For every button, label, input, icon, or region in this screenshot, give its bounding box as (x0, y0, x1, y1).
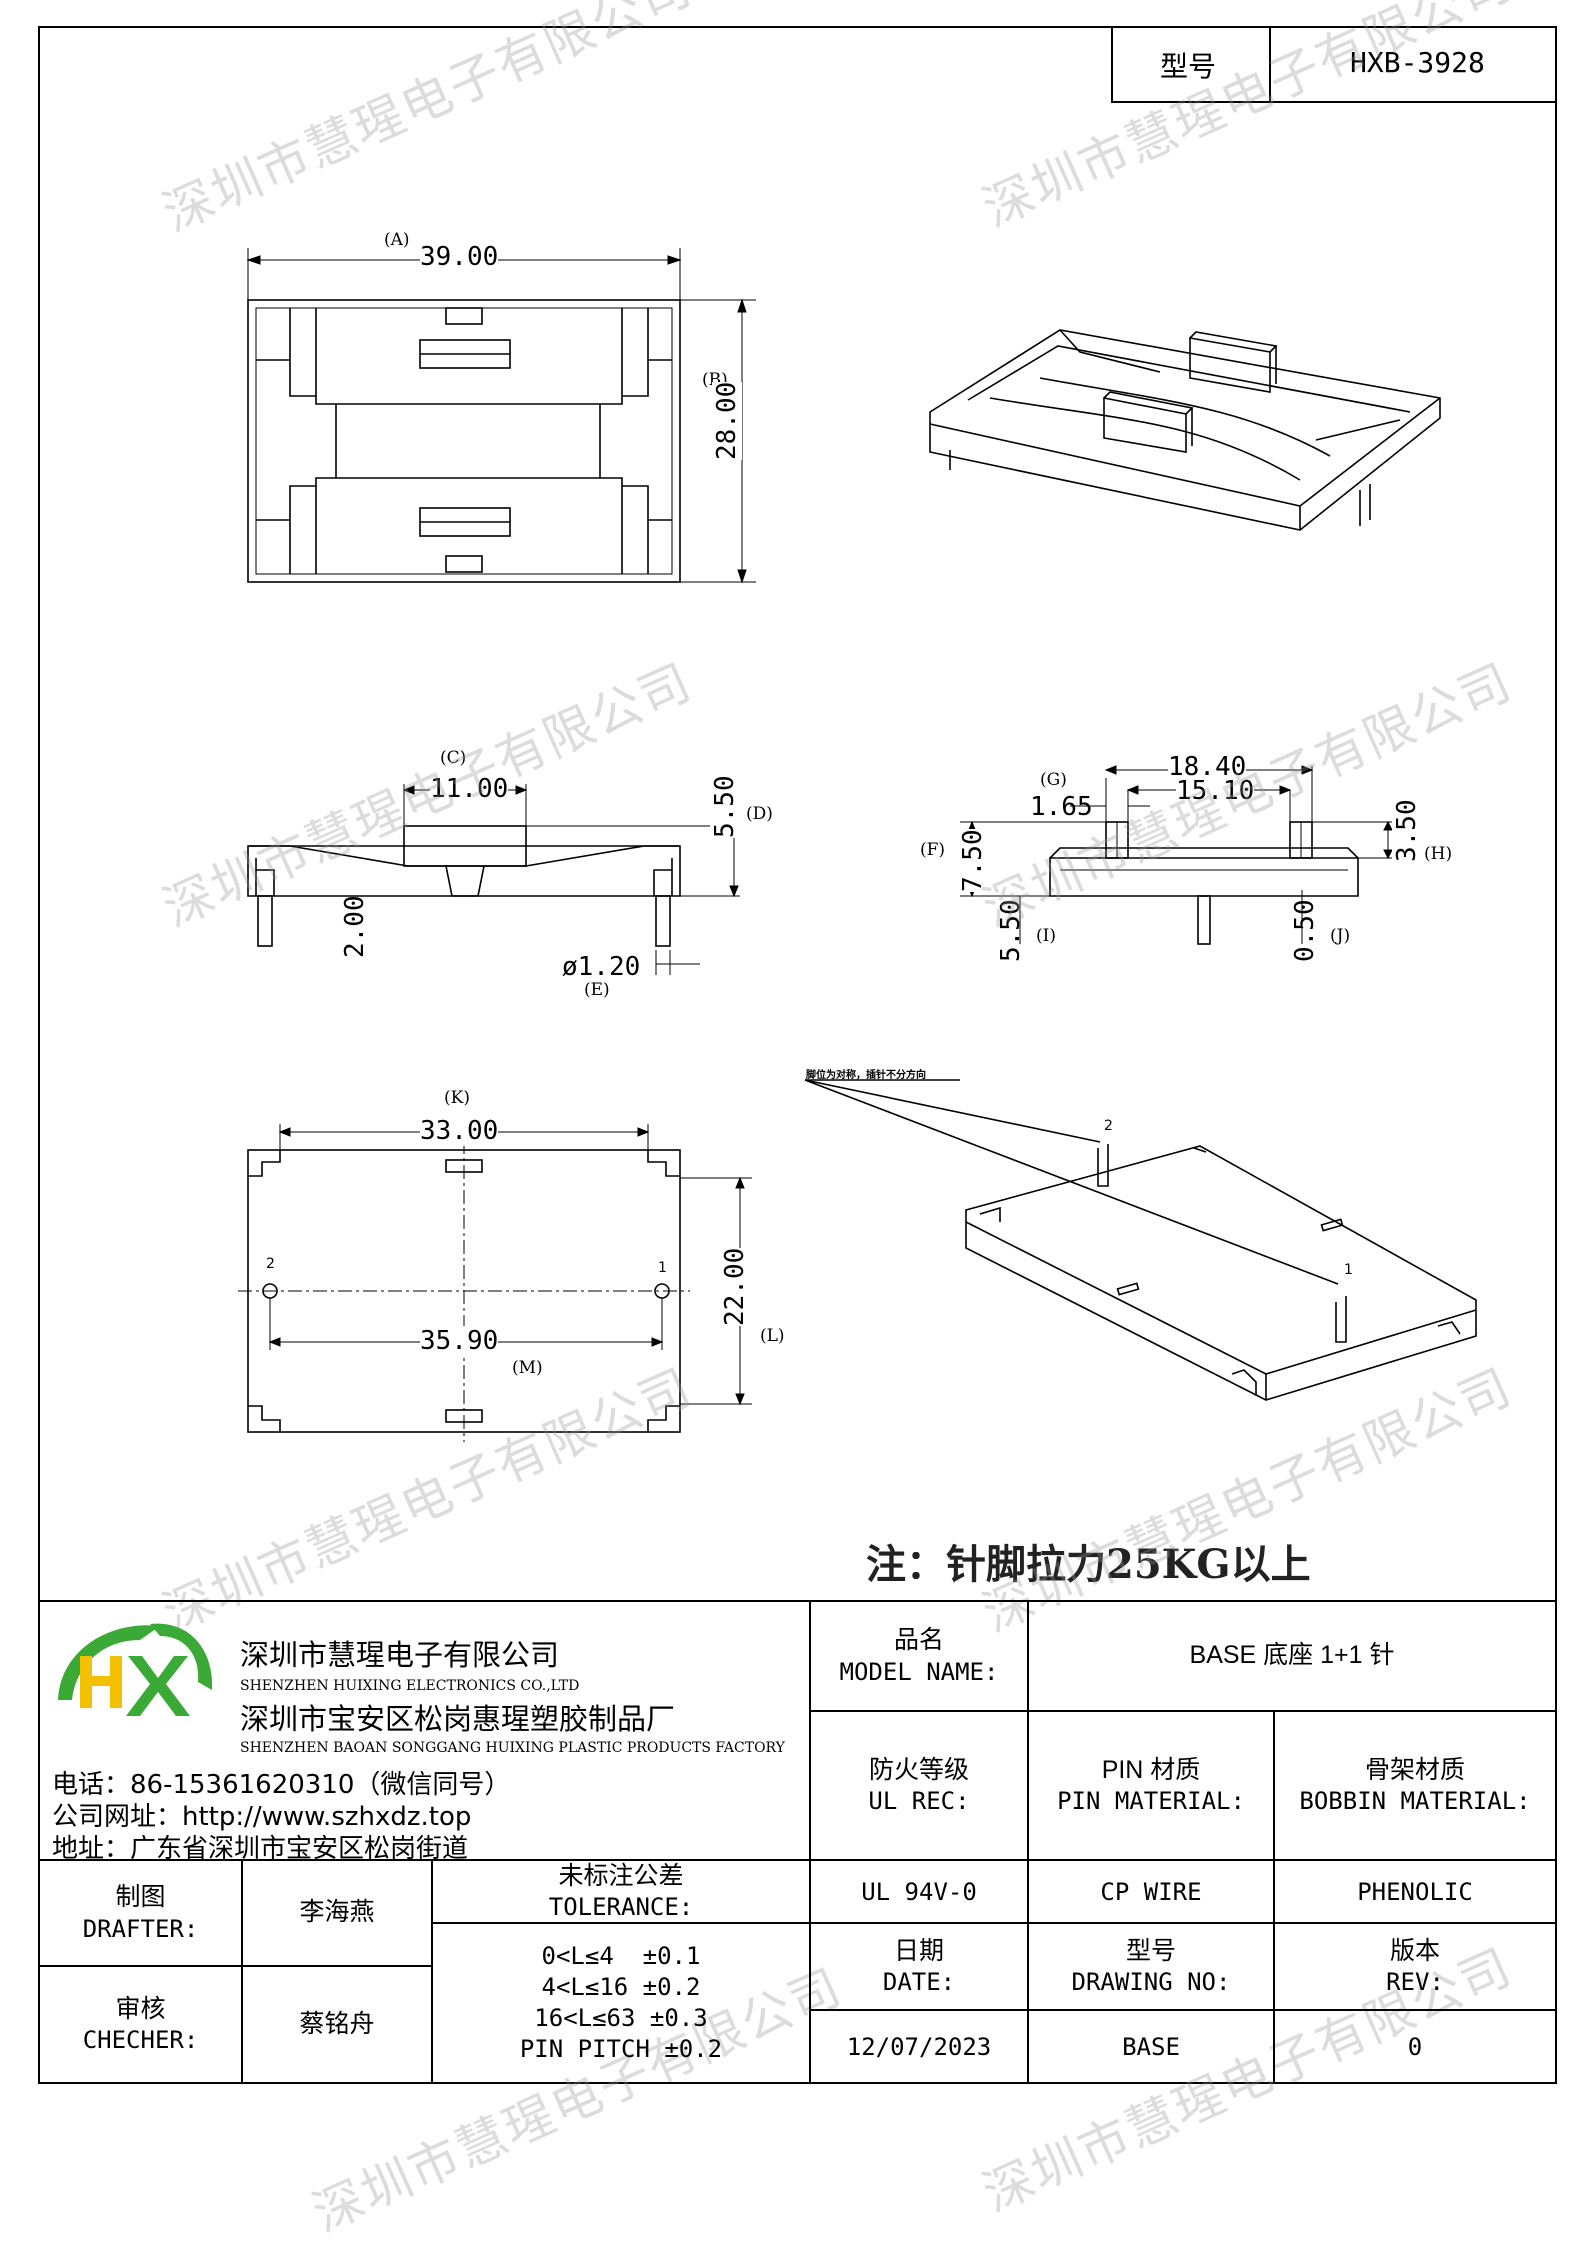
company-logo: HX (58, 1623, 213, 1716)
header-model-value: HXB-3928 (1350, 46, 1485, 79)
technical-drawing (38, 26, 1557, 2084)
date-label-en: DATE: (882, 1968, 956, 1997)
ul-value: UL 94V-0 (861, 1877, 977, 1906)
pin-material-label-cn: PIN 材质 (1101, 1755, 1201, 1784)
company-phone: 电话：86-15361620310（微信同号） (52, 1770, 511, 1800)
factory-name-cn: 深圳市宝安区松岗惠瑆塑胶制品厂 (240, 1702, 676, 1736)
dim-f-label: (F) (920, 840, 946, 860)
dim-d-label: (D) (746, 804, 773, 824)
tolerance-label-cn: 未标注公差 (558, 1861, 684, 1890)
drafter-label: 制图 DRAFTER: (39, 1860, 242, 1966)
top-view (247, 299, 681, 583)
end-view-dims (960, 765, 1400, 944)
rev-label-cn: 版本 (1389, 1936, 1440, 1965)
checker-label-cn: 审核 (115, 1994, 166, 2023)
date-label: 日期 DATE: (810, 1923, 1028, 2010)
bottom-view-dims (268, 1124, 752, 1406)
bobbin-material-label: 骨架材质 BOBBIN MATERIAL: (1274, 1711, 1556, 1860)
dim-h-label: (H) (1424, 844, 1453, 864)
model-name-label-cn: 品名 (893, 1626, 944, 1655)
tolerance-line: PIN PITCH ±0.2 (519, 2035, 723, 2064)
dim-e-value: ø1.20 (562, 952, 641, 982)
pin-material-label: PIN 材质 PIN MATERIAL: (1028, 1711, 1274, 1860)
pin-1-marker: 1 (658, 1260, 667, 1276)
drafter-label-en: DRAFTER: (82, 1914, 199, 1943)
pin-material-value: CP WIRE (1100, 1877, 1202, 1906)
header-model-box (1111, 26, 1557, 103)
pin-material-label-en: PIN MATERIAL: (1057, 1787, 1245, 1816)
title-block-grid: HX (39, 1600, 1556, 2083)
bobbin-material-label-en: BOBBIN MATERIAL: (1299, 1787, 1531, 1816)
company-address: 地址：广东省深圳市宝安区松岗街道 (52, 1834, 469, 1864)
dim-c-label: (C) (440, 748, 467, 768)
dim-c-value: 11.00 (430, 774, 509, 804)
header-model-label: 型号 (1160, 50, 1217, 83)
end-view (1049, 821, 1359, 945)
pin-2-marker: 2 (266, 1256, 275, 1272)
dim-m-label: (M) (512, 1358, 543, 1378)
company-name-en: SHENZHEN HUIXING ELECTRONICS CO.,LTD (240, 1678, 580, 1694)
rev-value: 0 (1407, 2032, 1423, 2061)
drafter-label-cn: 制图 (115, 1883, 166, 1912)
date-value: 12/07/2023 (846, 2032, 992, 2061)
checker-label-en: CHECHER: (82, 2026, 199, 2055)
company-name-cn: 深圳市慧瑆电子有限公司 (240, 1638, 560, 1672)
ul-label-en: UL REC: (868, 1787, 970, 1816)
dim-k-value: 33.00 (420, 1116, 499, 1146)
iso-view-bottom (804, 1079, 1477, 1401)
iso-view-top (929, 329, 1441, 531)
iso-note: 脚位为对称，插针不分方向 (806, 1070, 926, 1081)
dim-k-label: (K) (444, 1088, 470, 1108)
tolerance-line: 16<L≤63 ±0.3 (534, 2004, 708, 2032)
dim-l-label: (L) (760, 1326, 785, 1346)
company-website: 公司网址：http://www.szhxdz.top (52, 1802, 472, 1832)
bottom-view-centerlines (238, 1140, 690, 1442)
pin-pull-note: 注：针脚拉力25KG以上 (866, 1541, 1311, 1588)
dim-i-label: (I) (1036, 926, 1056, 946)
model-name-label-en: MODEL NAME: (839, 1657, 999, 1686)
tolerance-label-en: TOLERANCE: (548, 1893, 694, 1922)
drawing-no-label: 型号 DRAWING NO: (1028, 1923, 1274, 2010)
tolerance-table: 0<L≤4 ±0.1 4<L≤16 ±0.2 16<L≤63 ±0.3 PIN … (432, 1923, 810, 2083)
tolerance-line: 0<L≤4 ±0.1 (541, 1941, 701, 1970)
dim-inner-width: 15.10 (1176, 776, 1255, 806)
tolerance-line: 4<L≤16 ±0.2 (541, 1972, 701, 2001)
drawing-no-label-en: DRAWING NO: (1071, 1968, 1231, 1997)
dim-a-value: 39.00 (420, 242, 499, 272)
dim-g-label: (G) (1040, 770, 1067, 790)
bobbin-material-value: PHENOLIC (1357, 1877, 1473, 1906)
rev-label: 版本 REV: (1274, 1923, 1556, 2010)
tolerance-label: 未标注公差 TOLERANCE: (432, 1860, 810, 1923)
factory-name-en: SHENZHEN BAOAN SONGGANG HUIXING PLASTIC … (240, 1740, 785, 1756)
dim-m-value: 35.90 (420, 1326, 499, 1356)
drawing-sheet: 型号 HXB-3928 (A) 39.00 (B) 28.00 (C) 11.0… (38, 0, 1557, 2243)
dim-g-value: 1.65 (1030, 792, 1093, 822)
ul-label: 防火等级 UL REC: (810, 1711, 1028, 1860)
date-label-cn: 日期 (893, 1936, 944, 1965)
sheet-border (38, 26, 1557, 2084)
rev-label-en: REV: (1386, 1968, 1444, 1997)
side-view (247, 825, 681, 947)
drawing-no-value: BASE (1122, 2032, 1180, 2061)
iso-pin-1-marker: 1 (1344, 1262, 1353, 1278)
dim-e-label: (E) (584, 980, 610, 1000)
iso-pin-2-marker: 2 (1104, 1118, 1113, 1134)
checker-label: 审核 CHECHER: (39, 1966, 242, 2083)
ul-label-cn: 防火等级 (868, 1755, 969, 1784)
dim-j-label: (J) (1330, 926, 1351, 946)
checker-value: 蔡铭舟 (299, 2009, 375, 2038)
model-name-label: 品名 MODEL NAME: (810, 1601, 1028, 1711)
drafter-value: 李海燕 (299, 1898, 375, 1927)
bobbin-material-label-cn: 骨架材质 (1364, 1755, 1465, 1784)
model-name-value: BASE 底座 1+1 针 (1189, 1641, 1395, 1670)
dim-a-label: (A) (384, 230, 410, 250)
drawing-no-label-cn: 型号 (1125, 1936, 1176, 1965)
